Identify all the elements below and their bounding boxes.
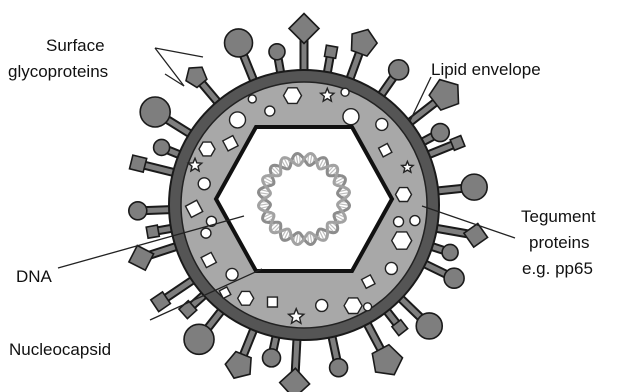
spike-head bbox=[416, 313, 442, 339]
tegument-protein bbox=[201, 228, 211, 238]
label-tegument-1: Tegument bbox=[521, 207, 596, 226]
label-dna: DNA bbox=[16, 267, 53, 286]
spike-head bbox=[184, 324, 214, 354]
tegument-protein bbox=[396, 188, 412, 202]
tegument-protein bbox=[316, 299, 328, 311]
label-tegument-2: proteins bbox=[529, 233, 589, 252]
spike-head bbox=[461, 174, 487, 200]
spike-head bbox=[130, 155, 147, 172]
tegument-protein bbox=[268, 297, 278, 307]
tegument-protein bbox=[198, 178, 210, 190]
tegument-protein bbox=[248, 95, 256, 103]
tegument-protein bbox=[265, 106, 275, 116]
tegument-protein bbox=[226, 268, 238, 280]
label-surface-glycoproteins-2: glycoproteins bbox=[8, 62, 108, 81]
spike-head bbox=[444, 268, 464, 288]
tegument-protein bbox=[343, 109, 359, 125]
spike-head bbox=[129, 246, 154, 271]
spike-head bbox=[154, 139, 170, 155]
tegument-protein bbox=[410, 216, 420, 226]
tegument-protein bbox=[344, 298, 362, 314]
tegument-protein bbox=[341, 88, 349, 96]
label-lipid-envelope: Lipid envelope bbox=[431, 60, 541, 79]
label-nucleocapsid: Nucleocapsid bbox=[9, 340, 111, 359]
spike-head bbox=[389, 60, 409, 80]
spike-head bbox=[140, 97, 170, 127]
tegument-protein bbox=[199, 142, 215, 156]
spike-head bbox=[263, 349, 281, 367]
label-surface-glycoproteins-1: Surface bbox=[46, 36, 105, 55]
tegument-protein bbox=[392, 232, 412, 249]
spike-head bbox=[352, 30, 378, 57]
spike-head bbox=[225, 29, 253, 57]
spike-head bbox=[280, 368, 310, 392]
tegument-protein bbox=[284, 88, 302, 104]
spike-head bbox=[225, 352, 251, 379]
tegument-protein bbox=[385, 262, 397, 274]
spike-head bbox=[289, 14, 319, 44]
tegument-protein bbox=[364, 303, 372, 311]
nucleocapsid bbox=[216, 127, 392, 271]
label-tegument-3: e.g. pp65 bbox=[522, 259, 593, 278]
tegument-protein bbox=[394, 217, 404, 227]
tegument-protein bbox=[238, 291, 254, 305]
spike-head bbox=[330, 359, 348, 377]
tegument-protein bbox=[230, 112, 246, 128]
spike-head bbox=[442, 244, 458, 260]
spike-head bbox=[269, 44, 285, 60]
spike-head bbox=[146, 225, 159, 238]
tegument-protein bbox=[376, 118, 388, 130]
spike-head bbox=[325, 45, 338, 58]
spike-head bbox=[431, 124, 449, 142]
spike-head bbox=[129, 202, 147, 220]
